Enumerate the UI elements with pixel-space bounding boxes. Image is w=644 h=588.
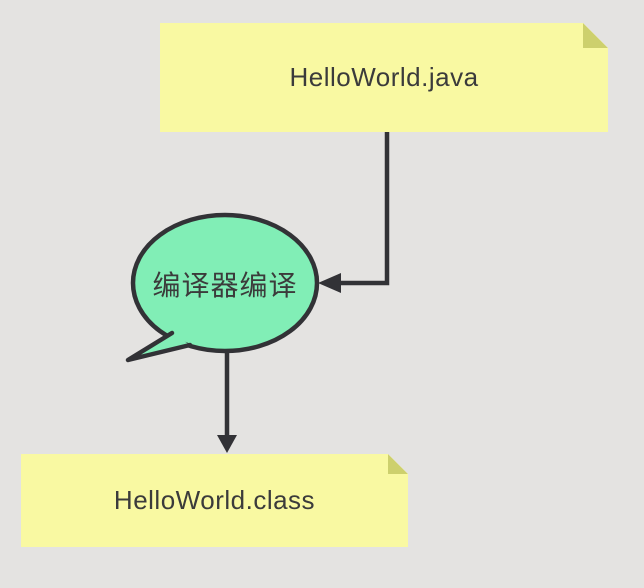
arrowhead-left-icon	[318, 273, 341, 293]
edge-java-to-compiler-line	[338, 132, 390, 286]
compiler-bubble-label: 编译器编译	[152, 269, 298, 301]
note-helloworld-class: HelloWorld.class	[21, 454, 408, 547]
compiler-bubble-tail	[125, 330, 193, 363]
note-fold-corner-icon	[388, 454, 408, 474]
note-helloworld-java: HelloWorld.java	[160, 23, 608, 132]
note-fold-corner-icon	[583, 23, 608, 48]
arrowhead-down-icon	[217, 435, 237, 453]
note-helloworld-class-label: HelloWorld.class	[113, 485, 316, 515]
note-helloworld-java-label: HelloWorld.java	[289, 62, 479, 92]
compiler-bubble-shape	[130, 212, 320, 354]
